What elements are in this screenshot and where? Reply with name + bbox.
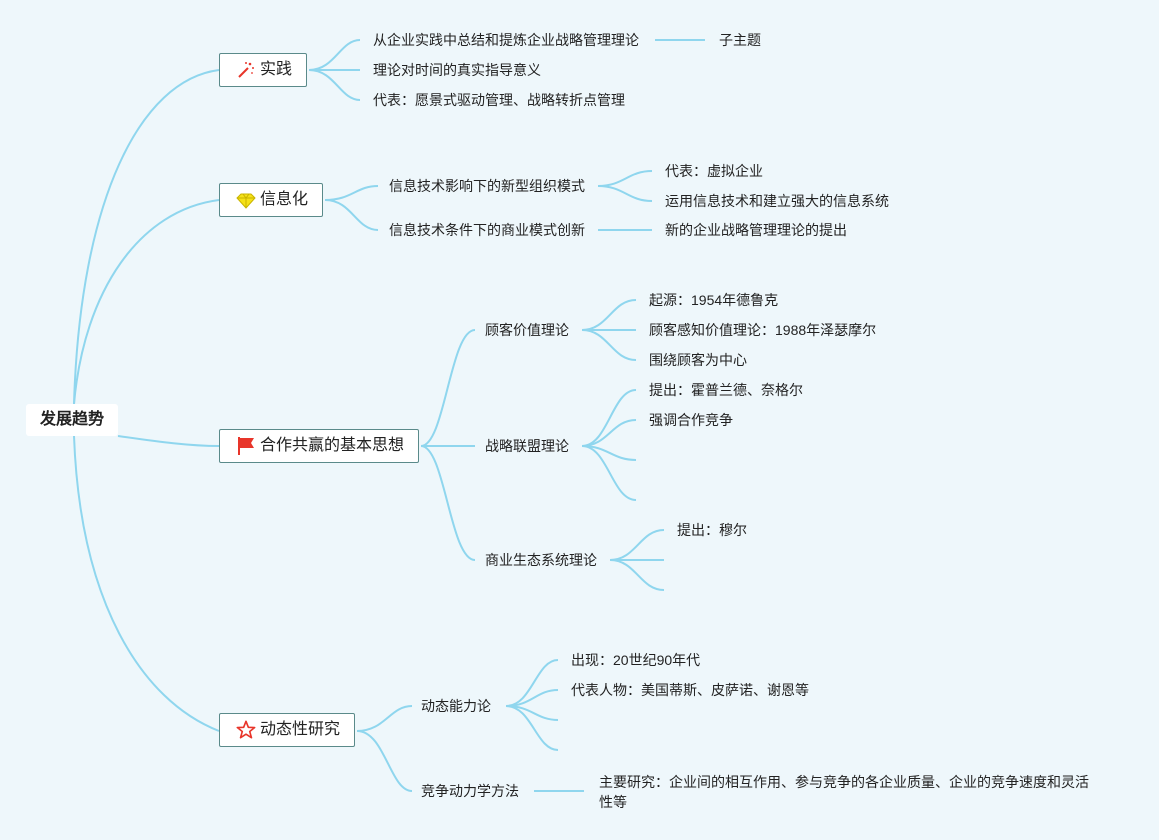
practice-item-1[interactable]: 从企业实践中总结和提炼企业战略管理理论	[373, 32, 639, 48]
topic-info-label: 信息化	[260, 191, 309, 208]
info-org-child-1[interactable]: 代表：虚拟企业	[665, 163, 763, 179]
capability-child-1[interactable]: 出现：20世纪90年代	[571, 652, 701, 668]
customer-child-2[interactable]: 顾客感知价值理论：1988年泽瑟摩尔	[649, 322, 877, 338]
coop-item-ecosystem[interactable]: 商业生态系统理论	[485, 552, 597, 568]
coop-item-customer[interactable]: 顾客价值理论	[485, 322, 569, 338]
customer-child-1[interactable]: 起源：1954年德鲁克	[649, 292, 779, 308]
subtopic[interactable]: 子主题	[719, 32, 761, 48]
alliance-child-2[interactable]: 强调合作竞争	[649, 412, 733, 428]
info-item-1[interactable]: 信息技术影响下的新型组织模式	[389, 178, 585, 194]
practice-item-3[interactable]: 代表：愿景式驱动管理、战略转折点管理	[373, 92, 625, 108]
info-biz-child[interactable]: 新的企业战略管理理论的提出	[665, 222, 847, 238]
magic-wand-icon	[236, 60, 256, 80]
star-icon	[236, 720, 256, 740]
ecosystem-child-1[interactable]: 提出：穆尔	[677, 522, 747, 538]
competition-child[interactable]: 主要研究：企业间的相互作用、参与竞争的各企业质量、企业的竞争速度和灵活性等	[599, 774, 1089, 810]
practice-item-2[interactable]: 理论对时间的真实指导意义	[373, 62, 541, 78]
alliance-child-1[interactable]: 提出：霍普兰德、奈格尔	[649, 382, 803, 398]
topic-dynamic-label: 动态性研究	[260, 721, 341, 738]
topic-practice-label: 实践	[260, 61, 293, 78]
topic-practice[interactable]: 实践	[219, 53, 308, 87]
topic-cooperation[interactable]: 合作共赢的基本思想	[219, 429, 420, 463]
topic-cooperation-label: 合作共赢的基本思想	[260, 437, 405, 454]
dynamic-item-capability[interactable]: 动态能力论	[421, 698, 491, 714]
topic-dynamic[interactable]: 动态性研究	[219, 713, 356, 747]
root-topic[interactable]: 发展趋势	[26, 404, 118, 436]
coop-item-alliance[interactable]: 战略联盟理论	[485, 438, 569, 454]
red-flag-icon	[236, 436, 256, 456]
dynamic-item-competition[interactable]: 竞争动力学方法	[421, 783, 519, 799]
topic-info[interactable]: 信息化	[219, 183, 324, 217]
customer-child-3[interactable]: 围绕顾客为中心	[649, 352, 747, 368]
diamond-icon	[236, 190, 256, 210]
info-item-2[interactable]: 信息技术条件下的商业模式创新	[389, 222, 585, 238]
capability-child-2[interactable]: 代表人物：美国蒂斯、皮萨诺、谢恩等	[571, 682, 809, 698]
info-org-child-2[interactable]: 运用信息技术和建立强大的信息系统	[665, 193, 889, 209]
